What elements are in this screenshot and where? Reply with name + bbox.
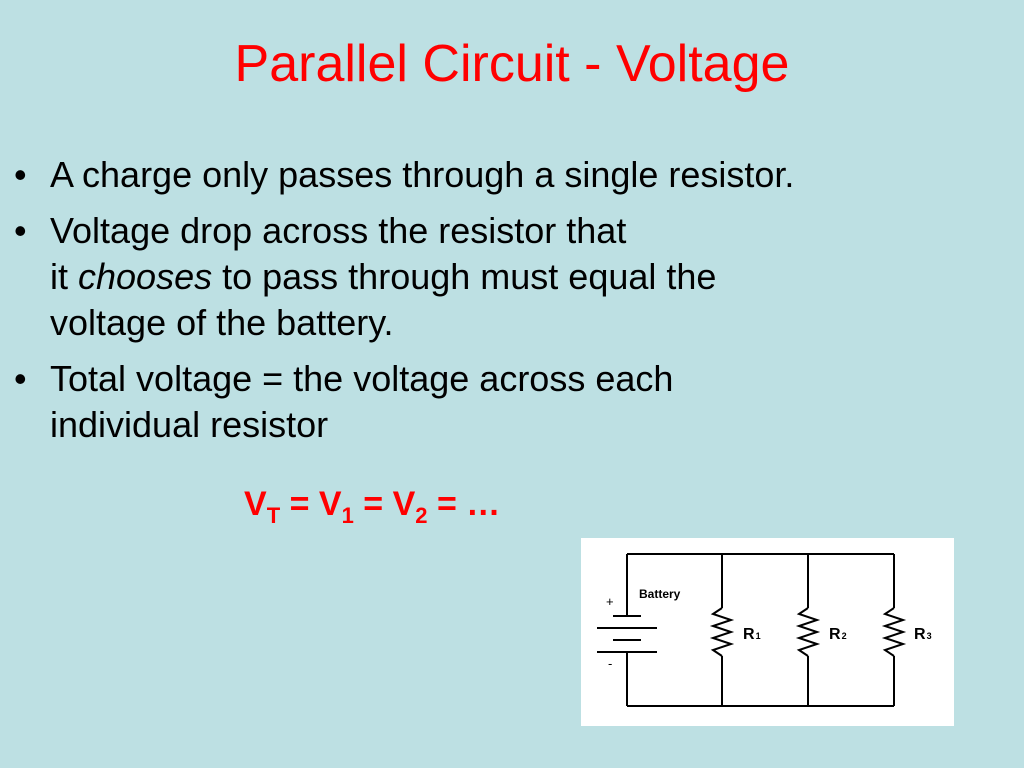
formula-v: V	[318, 485, 342, 523]
battery-plus: +	[606, 594, 614, 609]
bullet-text: individual resistor	[50, 404, 329, 445]
bullet-item: • Voltage drop across the resistor that …	[10, 208, 1010, 346]
bullet-text: Voltage drop across the resistor that	[50, 210, 627, 251]
resistor-r3-label: R3	[914, 626, 932, 643]
formula-eq: =	[353, 485, 393, 523]
resistor-r3-zigzag	[881, 607, 907, 657]
resistor-r2-zigzag	[795, 607, 821, 657]
circuit-wires	[626, 553, 907, 707]
circuit-diagram: + - Battery R1 R2 R3	[581, 538, 954, 726]
resistor-index: 2	[842, 631, 847, 641]
formula-sub: 1	[341, 503, 354, 528]
resistor-r1-label: R1	[743, 626, 761, 643]
resistor-r1-zigzag	[709, 607, 735, 657]
bullet-dot: •	[14, 154, 27, 195]
formula-v: V	[244, 485, 267, 523]
formula-v: V	[392, 485, 416, 523]
battery-icon	[597, 615, 657, 653]
circuit-svg: + - Battery R1 R2 R3	[597, 553, 932, 707]
resistor-index: 1	[756, 631, 761, 641]
formula-eq: =	[280, 485, 319, 523]
formula-ellipsis: …	[466, 485, 501, 523]
bullet-text: A charge only passes through a single re…	[50, 154, 795, 195]
bullet-emphasis: chooses	[78, 256, 213, 297]
bullet-item: • A charge only passes through a single …	[10, 152, 1010, 198]
formula-sub: T	[266, 503, 281, 528]
bullet-list: • A charge only passes through a single …	[10, 152, 1010, 458]
bullet-dot: •	[14, 358, 27, 399]
bullet-text: voltage of the battery.	[50, 302, 394, 343]
formula-eq: =	[427, 485, 467, 523]
bullet-text: Total voltage = the voltage across each	[50, 358, 674, 399]
battery-label: Battery	[639, 587, 681, 601]
resistor-r2-label: R2	[829, 626, 847, 643]
resistor-index: 3	[927, 631, 932, 641]
resistor-letter: R	[743, 626, 755, 643]
bullet-item: • Total voltage = the voltage across eac…	[10, 356, 1010, 448]
bullet-text: to pass through must equal the	[212, 256, 717, 297]
bullet-dot: •	[14, 210, 27, 251]
slide-title: Parallel Circuit - Voltage	[234, 35, 790, 93]
formula-sub: 2	[415, 503, 428, 528]
battery-minus: -	[608, 656, 612, 671]
voltage-formula: VT = V1 = V2 = …	[244, 474, 500, 546]
resistor-letter: R	[914, 626, 926, 643]
bullet-text: it	[50, 256, 79, 297]
resistor-letter: R	[829, 626, 841, 643]
